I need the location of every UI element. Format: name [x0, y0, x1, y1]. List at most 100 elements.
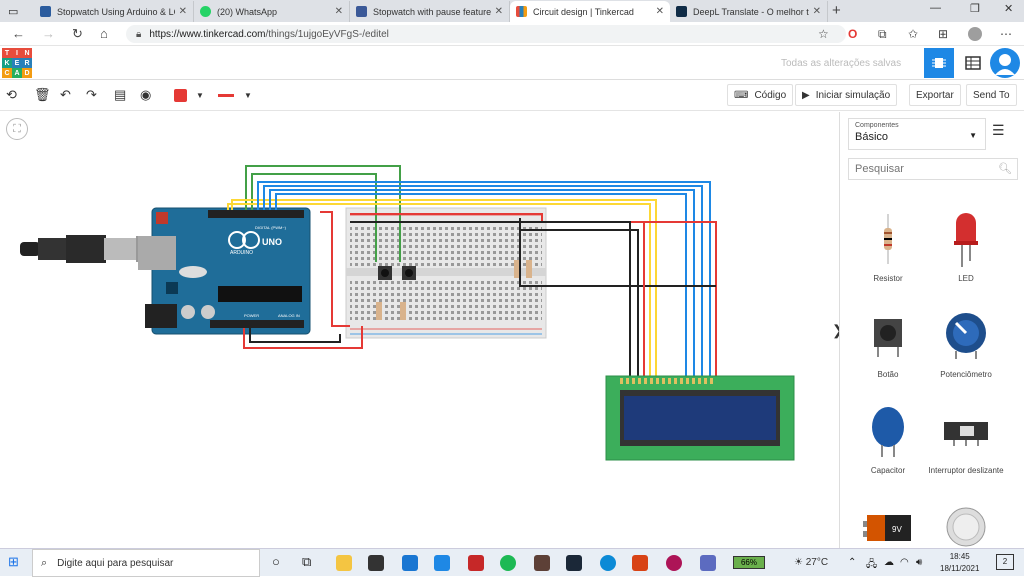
lcd-16x2-display[interactable]	[605, 375, 795, 461]
tab-stopwatch-lcd[interactable]: Stopwatch Using Arduino & LCD ✕	[34, 1, 194, 22]
logo-letter: I	[12, 48, 22, 58]
component-slide-switch[interactable]: Interruptor deslizante	[926, 400, 1006, 476]
component-resistor[interactable]: Resistor	[848, 208, 928, 284]
component-list-button[interactable]	[958, 48, 988, 78]
coin-cell-icon	[946, 507, 986, 547]
forward-icon[interactable]: →	[42, 26, 55, 41]
potentiometer-icon	[946, 313, 986, 359]
url-field[interactable]: 🔒︎ https://www.tinkercad.com /things/1uj…	[126, 25, 846, 43]
favorite-star-icon[interactable]: ☆	[818, 27, 829, 41]
component-capacitor[interactable]: Capacitor	[848, 400, 928, 476]
tab-title: DeepL Translate - O melhor tradu	[693, 6, 809, 17]
component-button[interactable]: Botão	[848, 304, 928, 380]
profile-icon[interactable]	[968, 27, 982, 41]
mail-icon[interactable]	[402, 555, 418, 571]
game-icon[interactable]	[534, 555, 550, 571]
close-icon[interactable]: ✕	[494, 6, 503, 17]
mcafee-icon[interactable]	[468, 555, 484, 571]
app-l-icon[interactable]	[434, 555, 450, 571]
minimize-icon[interactable]: —	[930, 2, 941, 14]
note-icon[interactable]: ▤	[114, 87, 127, 102]
code-button[interactable]: ⌨ Código	[727, 84, 794, 106]
close-icon[interactable]: ✕	[655, 6, 664, 17]
tab-whatsapp[interactable]: (20) WhatsApp ✕	[194, 1, 350, 22]
play-icon: ▶	[802, 89, 810, 101]
wires[interactable]	[227, 165, 717, 376]
file-explorer-icon[interactable]	[336, 555, 352, 571]
component-9v-battery[interactable]: 9V	[848, 496, 928, 548]
undo-icon[interactable]: ↶	[60, 87, 71, 102]
tab-actions-icon[interactable]: ▭	[8, 6, 19, 18]
office-icon[interactable]	[632, 555, 648, 571]
usb-cable[interactable]	[20, 235, 150, 263]
start-simulation-button[interactable]: ▶ Iniciar simulação	[795, 84, 898, 106]
weather-widget[interactable]: ☀ 27°C	[794, 557, 828, 568]
export-button[interactable]: Exportar	[909, 84, 961, 106]
components-dropdown[interactable]: Componentes Básico ▼	[848, 118, 986, 150]
windows-start-icon[interactable]: ⊞	[8, 554, 19, 569]
circuit-view-button[interactable]	[924, 48, 954, 78]
task-view-icon[interactable]: ⧉	[302, 554, 312, 569]
spotify-icon[interactable]	[500, 555, 516, 571]
favorites-icon[interactable]: ✩	[908, 27, 919, 41]
component-led[interactable]: LED	[926, 208, 1006, 284]
eye-icon[interactable]: ◉	[140, 87, 152, 102]
onedrive-icon[interactable]: ☁	[884, 557, 894, 568]
opera-gx-icon[interactable]	[666, 555, 682, 571]
user-avatar[interactable]	[990, 48, 1020, 78]
delete-icon[interactable]: 🗑︎	[34, 87, 51, 102]
browser-tabstrip: ▭ Stopwatch Using Arduino & LCD ✕ (20) W…	[0, 0, 1024, 22]
network-icon[interactable]: 🖧︎	[866, 559, 878, 570]
tab-deepl[interactable]: DeepL Translate - O melhor tradu ✕	[670, 1, 828, 22]
wifi-icon[interactable]: ◠	[900, 557, 909, 568]
component-coin-cell[interactable]	[926, 496, 1006, 548]
color-swatch[interactable]	[174, 89, 187, 102]
expand-panel-icon[interactable]: ❯	[832, 322, 844, 338]
taskbar-search-field[interactable]: ⌕ Digite aqui para pesquisar	[32, 549, 260, 577]
component-search-input[interactable]	[848, 158, 1018, 180]
battery-indicator[interactable]: 66%	[733, 556, 765, 569]
chevron-down-icon[interactable]: ▼	[244, 91, 252, 100]
component-potentiometer[interactable]: Potenciômetro	[926, 304, 1006, 380]
taskbar-search-placeholder: Digite aqui para pesquisar	[57, 557, 174, 569]
volume-icon[interactable]: 🔊︎	[916, 557, 923, 568]
maximize-icon[interactable]: ❐	[970, 3, 980, 15]
fit-view-icon[interactable]: ⛶	[6, 118, 28, 140]
digital-label: DIGITAL (PWM~)	[255, 225, 287, 230]
arduino-uno-board[interactable]: ARDUINO UNO DIGITAL (PWM~) POWER ANALOG …	[138, 207, 311, 335]
home-icon[interactable]: ⌂	[100, 26, 108, 41]
rotate-icon[interactable]: ⟲	[6, 87, 17, 102]
battery-9v-icon: 9V	[863, 515, 911, 541]
more-icon[interactable]: ⋯	[1000, 27, 1012, 41]
logo-letter: A	[12, 68, 22, 78]
redo-icon[interactable]: ↷	[86, 87, 97, 102]
clock-time: 18:45	[949, 552, 970, 561]
cortana-icon[interactable]: ○	[272, 554, 280, 569]
extensions-icon[interactable]: ⧉	[878, 27, 887, 41]
collections-icon[interactable]: ⊞	[938, 27, 949, 41]
close-window-icon[interactable]: ✕	[1004, 3, 1014, 15]
close-icon[interactable]: ✕	[812, 6, 821, 17]
steam-icon[interactable]	[566, 555, 582, 571]
circuit-canvas[interactable]: ⛶ ARDUINO UNO DIGITAL	[0, 112, 838, 548]
store-icon[interactable]	[368, 555, 384, 571]
tab-tinkercad[interactable]: Circuit design | Tinkercad ✕	[510, 1, 670, 22]
circuit-drawing: ARDUINO UNO DIGITAL (PWM~) POWER ANALOG …	[20, 165, 795, 461]
edge-icon[interactable]	[600, 555, 616, 571]
teams-icon[interactable]	[700, 555, 716, 571]
tab-stopwatch-pause[interactable]: Stopwatch with pause feature - S ✕	[350, 1, 510, 22]
close-icon[interactable]: ✕	[178, 6, 187, 17]
back-icon[interactable]: ←	[12, 26, 25, 41]
wire-style-icon[interactable]	[218, 94, 234, 97]
system-clock[interactable]: 18:45 18/11/2021	[940, 551, 979, 575]
close-icon[interactable]: ✕	[334, 6, 343, 17]
notifications-icon[interactable]: 2	[996, 554, 1014, 570]
chevron-down-icon[interactable]: ▼	[196, 91, 204, 100]
list-view-icon[interactable]: ☰	[992, 122, 1005, 138]
reload-icon[interactable]: ↻	[72, 26, 83, 41]
new-tab-button[interactable]: +	[832, 2, 841, 19]
opera-extension-icon[interactable]: O	[848, 27, 858, 41]
send-to-button[interactable]: Send To	[966, 84, 1017, 106]
tray-chevron-icon[interactable]: ⌃	[848, 557, 857, 568]
